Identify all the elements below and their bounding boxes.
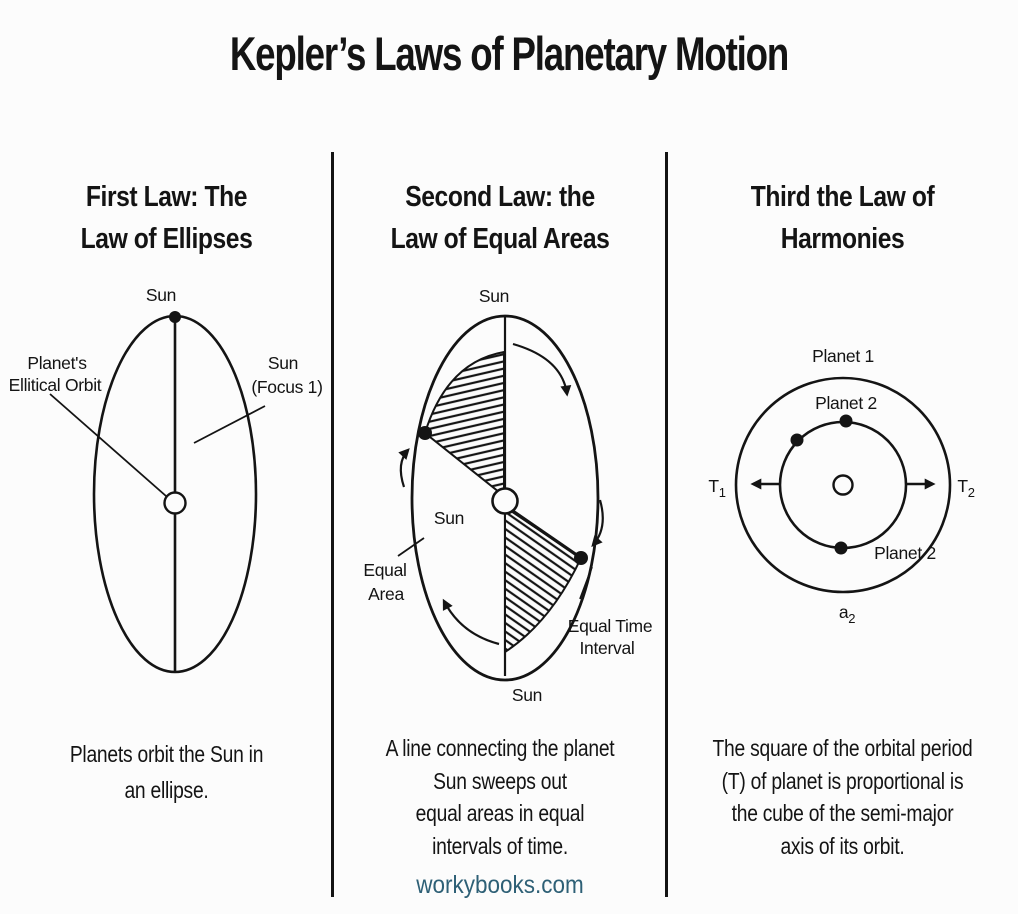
sun-circle	[832, 474, 854, 496]
orbit-direction-arrow-left-icon	[398, 448, 410, 488]
planet2-dot-top	[839, 414, 853, 428]
label-planet1: Planet 1	[812, 346, 874, 366]
caption-second-law-line1: A line connecting the planet	[385, 735, 615, 761]
focus-circle	[163, 491, 187, 515]
label-a2-sub: 2	[848, 611, 855, 626]
caption-third-law-line1: The square of the orbital period	[712, 735, 973, 761]
planet2-dot-upper-left	[790, 433, 804, 447]
page-title: Kepler’s Laws of Planetary Motion	[229, 27, 789, 80]
label-t1-base: T	[708, 476, 719, 496]
label-sun-bottom: Sun	[512, 685, 542, 705]
label-sun-top: Sun	[479, 286, 509, 306]
label-a2-base: a	[839, 602, 849, 622]
label-sun-focus-line2: (Focus 1)	[251, 377, 322, 397]
sun-circle	[491, 487, 519, 515]
label-t2: T2	[957, 476, 974, 500]
caption-first-law: Planets orbit the Sun in an ellipse.	[30, 736, 303, 808]
label-t2-base: T	[957, 476, 968, 496]
heading-second-law-line1: Second Law: the	[405, 181, 595, 213]
heading-first-law-line2: Law of Ellipses	[80, 223, 253, 255]
label-t2-sub: 2	[968, 485, 975, 500]
panel-divider-left	[331, 152, 334, 897]
caption-first-law-line2: an ellipse.	[124, 777, 209, 803]
caption-second-law-line3: equal areas in equal	[415, 800, 585, 826]
panel-divider-right	[665, 152, 668, 897]
equal-area-leader-line	[397, 537, 425, 557]
heading-third-law: Third the Law of Harmonies	[693, 176, 991, 260]
heading-second-law: Second Law: the Law of Equal Areas	[358, 176, 642, 260]
heading-first-law-line1: First Law: The	[85, 181, 248, 213]
orbit-direction-arrow-top-icon	[512, 342, 572, 397]
label-planets-orbit-line2: Ellitical Orbit	[9, 375, 102, 395]
label-planet2-top: Planet 2	[815, 393, 877, 413]
heading-second-law-line2: Law of Equal Areas	[390, 223, 610, 255]
caption-third-law-line3: the cube of the semi-major	[731, 800, 954, 826]
label-equal-area-line1: Equal	[363, 560, 406, 580]
label-equal-time-line2: Interval	[580, 638, 635, 658]
label-equal-time-line1: Equal Time	[568, 616, 653, 636]
label-a2: a2	[839, 602, 855, 626]
second-law-diagram: Sun Sun Sun Equal Area Equal Time Interv…	[363, 286, 652, 705]
caption-third-law-line4: axis of its orbit.	[780, 832, 905, 859]
heading-third-law-line1: Third the Law of	[750, 181, 935, 213]
label-planets-orbit-line1: Planet's	[27, 353, 87, 373]
label-planet2-bottom: Planet 2	[874, 543, 936, 563]
planet2-dot-bottom	[834, 541, 848, 555]
planet-dot-right	[574, 551, 588, 565]
caption-second-law: A line connecting the planet Sun sweeps …	[363, 732, 637, 862]
website-credit: workybooks.com	[416, 871, 584, 899]
caption-third-law: The square of the orbital period (T) of …	[699, 732, 987, 862]
caption-third-law-line2: (T) of planet is proportional is	[721, 767, 964, 794]
third-law-diagram: Planet 1 Planet 2 Planet 2 T1 T2 a2	[708, 346, 975, 626]
focus-label-leader-line	[193, 405, 266, 444]
outer-orbit-circle	[734, 376, 952, 594]
label-sun-center: Sun	[434, 508, 464, 528]
orbit-direction-arrow-right-icon	[591, 499, 604, 547]
first-law-diagram: Sun Planet's Ellitical Orbit Sun (Focus …	[9, 285, 323, 674]
sun-dot	[169, 311, 181, 323]
label-t1-sub: 1	[719, 485, 726, 500]
label-equal-area-line2: Area	[368, 584, 404, 604]
orbit-direction-arrow-bottom-icon	[442, 598, 500, 646]
label-sun-focus-line1: Sun	[268, 353, 298, 373]
radius-to-planet-line	[506, 505, 582, 560]
swept-area-lower	[504, 505, 583, 654]
label-sun-top: Sun	[146, 285, 176, 305]
caption-first-law-line1: Planets orbit the Sun in	[69, 741, 264, 767]
caption-second-law-line2: Sun sweeps out	[433, 767, 567, 794]
orbit-label-leader-line	[49, 393, 167, 497]
heading-third-law-line2: Harmonies	[780, 223, 905, 255]
planet-dot-left	[418, 426, 432, 440]
equal-time-leader-line	[579, 566, 593, 600]
caption-second-law-line4: intervals of time.	[432, 832, 568, 859]
label-t1: T1	[708, 476, 725, 500]
heading-first-law: First Law: The Law of Ellipses	[25, 176, 308, 260]
